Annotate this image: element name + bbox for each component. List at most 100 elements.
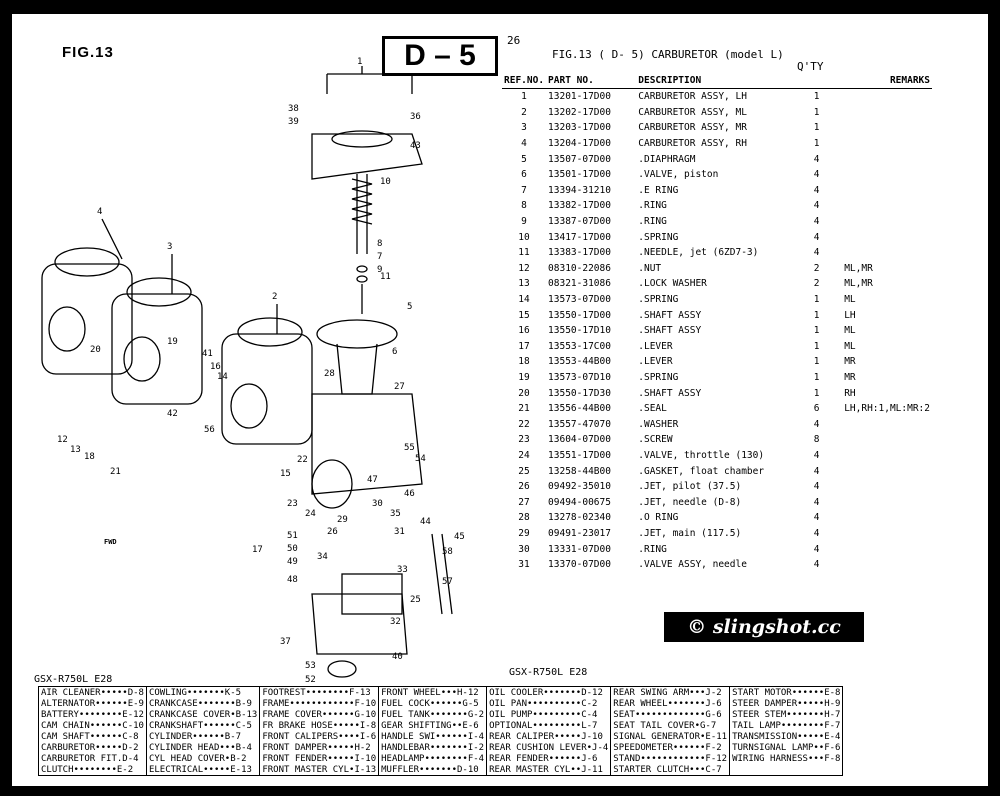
description-cell: .LEVER bbox=[638, 340, 673, 352]
qty-cell: 4 bbox=[813, 449, 820, 461]
ref-no-cell: 2 bbox=[521, 106, 527, 118]
part-no-cell: 13556-44B00 bbox=[548, 403, 611, 415]
index-cell: ELECTRICAL•••••E-13 bbox=[146, 764, 261, 776]
callout-51: 51 bbox=[287, 531, 298, 541]
callout-42: 42 bbox=[167, 409, 178, 419]
index-cell: REAR SWING ARM•••J-2 bbox=[610, 686, 731, 698]
index-cell: FR BRAKE HOSE•••••I-8 bbox=[259, 720, 380, 731]
ref-no-cell: 10 bbox=[518, 231, 530, 243]
qty-cell: 4 bbox=[813, 512, 820, 524]
callout-15: 15 bbox=[280, 469, 291, 479]
callout-39: 39 bbox=[288, 117, 299, 127]
description-cell: .WASHER bbox=[638, 418, 679, 430]
ref-no-cell: 18 bbox=[518, 356, 530, 368]
description-cell: .NEEDLE, jet (6ZD7-3) bbox=[638, 247, 759, 259]
qty-cell: 1 bbox=[813, 325, 820, 337]
ref-no-cell: 3 bbox=[521, 122, 527, 134]
ref-no-cell: 6 bbox=[521, 169, 527, 181]
ref-no-cell: 1 bbox=[521, 91, 527, 103]
remarks-cell bbox=[842, 198, 932, 214]
part-no-cell: 08310-22086 bbox=[548, 262, 611, 274]
qty-cell: 4 bbox=[813, 527, 820, 539]
qty-cell: 4 bbox=[813, 418, 820, 430]
ref-no-cell: 16 bbox=[518, 325, 530, 337]
qty-cell: 4 bbox=[813, 216, 820, 228]
index-cell: CYLINDER••••••B-7 bbox=[146, 731, 261, 742]
description-cell: CARBURETOR ASSY, RH bbox=[638, 138, 747, 150]
qty-cell: 2 bbox=[813, 262, 820, 274]
ref-no-cell: 26 bbox=[518, 481, 530, 493]
index-cell: FOOTREST••••••••F-13 bbox=[259, 686, 380, 698]
index-cell: CLUTCH••••••••E-2 bbox=[38, 764, 147, 776]
description-cell: .LOCK WASHER bbox=[638, 278, 707, 290]
remarks-cell bbox=[842, 136, 932, 152]
diaphragm-piston bbox=[316, 319, 398, 395]
remarks-cell bbox=[842, 120, 932, 136]
index-cell: OIL PUMP•••••••••C-4 bbox=[486, 709, 612, 720]
qty-cell: 4 bbox=[813, 231, 820, 243]
description-cell: .SPRING bbox=[638, 294, 679, 306]
qty-cell: 4 bbox=[813, 559, 820, 571]
index-cell: SPEEDOMETER••••••F-2 bbox=[610, 742, 731, 753]
remarks-cell bbox=[842, 510, 932, 526]
remarks-cell bbox=[842, 416, 932, 432]
remarks-cell: RH bbox=[844, 387, 856, 399]
ref-no-cell: 21 bbox=[518, 403, 530, 415]
ref-no-cell: 15 bbox=[518, 309, 530, 321]
watermark-badge: © slingshot.cc bbox=[664, 612, 864, 642]
description-cell: .SPRING bbox=[638, 231, 679, 243]
callout-11: 11 bbox=[380, 272, 391, 282]
callout-45: 45 bbox=[454, 532, 465, 542]
description-cell: .RING bbox=[638, 216, 667, 228]
ref-no-cell: 30 bbox=[518, 543, 530, 555]
description-cell: .VALVE, piston bbox=[638, 169, 719, 181]
remarks-cell bbox=[842, 245, 932, 261]
callout-7: 7 bbox=[377, 252, 382, 262]
callout-21: 21 bbox=[110, 467, 121, 477]
callout-10: 10 bbox=[380, 177, 391, 187]
part-no-cell: 13604-07D00 bbox=[548, 434, 611, 446]
callout-53: 53 bbox=[305, 661, 316, 671]
callout-12: 12 bbox=[57, 435, 68, 445]
callout-20: 20 bbox=[90, 345, 101, 355]
callout-34: 34 bbox=[317, 552, 328, 562]
index-cell: CYL HEAD COVER•B-2 bbox=[146, 753, 261, 764]
ref-no-cell: 8 bbox=[521, 200, 527, 212]
qty-cell: 4 bbox=[813, 200, 820, 212]
ref-no-cell: 5 bbox=[521, 153, 527, 165]
description-cell: .JET, pilot (37.5) bbox=[638, 481, 742, 493]
index-cell: FUEL COCK••••••G-5 bbox=[378, 698, 488, 709]
remarks-cell: ML bbox=[844, 340, 856, 352]
callout-17: 17 bbox=[252, 545, 263, 555]
index-cell: FRAME••••••••••••F-10 bbox=[259, 698, 380, 709]
part-no-cell: 13383-17D00 bbox=[548, 247, 611, 259]
index-cell: CARBURETOR FIT.D-4 bbox=[38, 753, 147, 764]
remarks-cell: LH bbox=[844, 309, 856, 321]
ref-no-cell: 25 bbox=[518, 465, 530, 477]
remarks-cell bbox=[842, 229, 932, 245]
remarks-cell bbox=[842, 214, 932, 230]
remarks-cell bbox=[842, 526, 932, 542]
description-cell: .JET, needle (D-8) bbox=[638, 496, 742, 508]
description-cell: .RING bbox=[638, 543, 667, 555]
remarks-cell bbox=[842, 183, 932, 199]
ref-no-cell: 19 bbox=[518, 371, 530, 383]
